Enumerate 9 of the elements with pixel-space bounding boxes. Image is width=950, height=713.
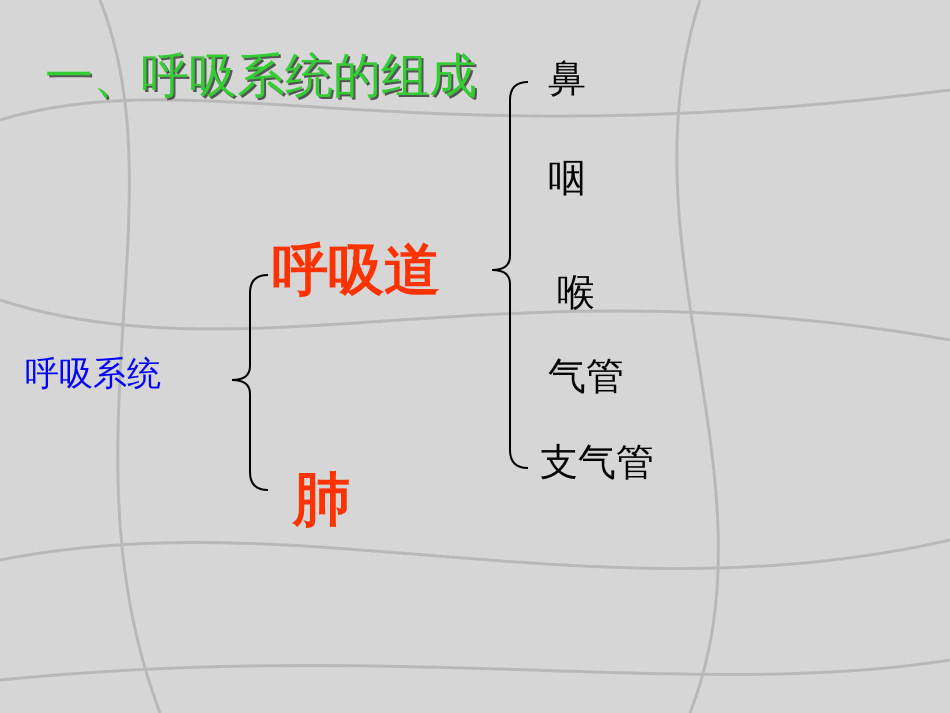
title: 一、呼吸系统的组成 (45, 50, 477, 103)
part-label: 支气管 (540, 442, 654, 484)
part-label: 咽 (548, 158, 586, 200)
category-label: 呼吸道 (272, 240, 440, 302)
part-label: 喉 (557, 272, 595, 314)
part-label: 气管 (548, 356, 624, 398)
category-label: 肺 (293, 468, 351, 532)
system-label: 呼吸系统 (25, 356, 161, 394)
part-label: 鼻 (548, 58, 586, 100)
